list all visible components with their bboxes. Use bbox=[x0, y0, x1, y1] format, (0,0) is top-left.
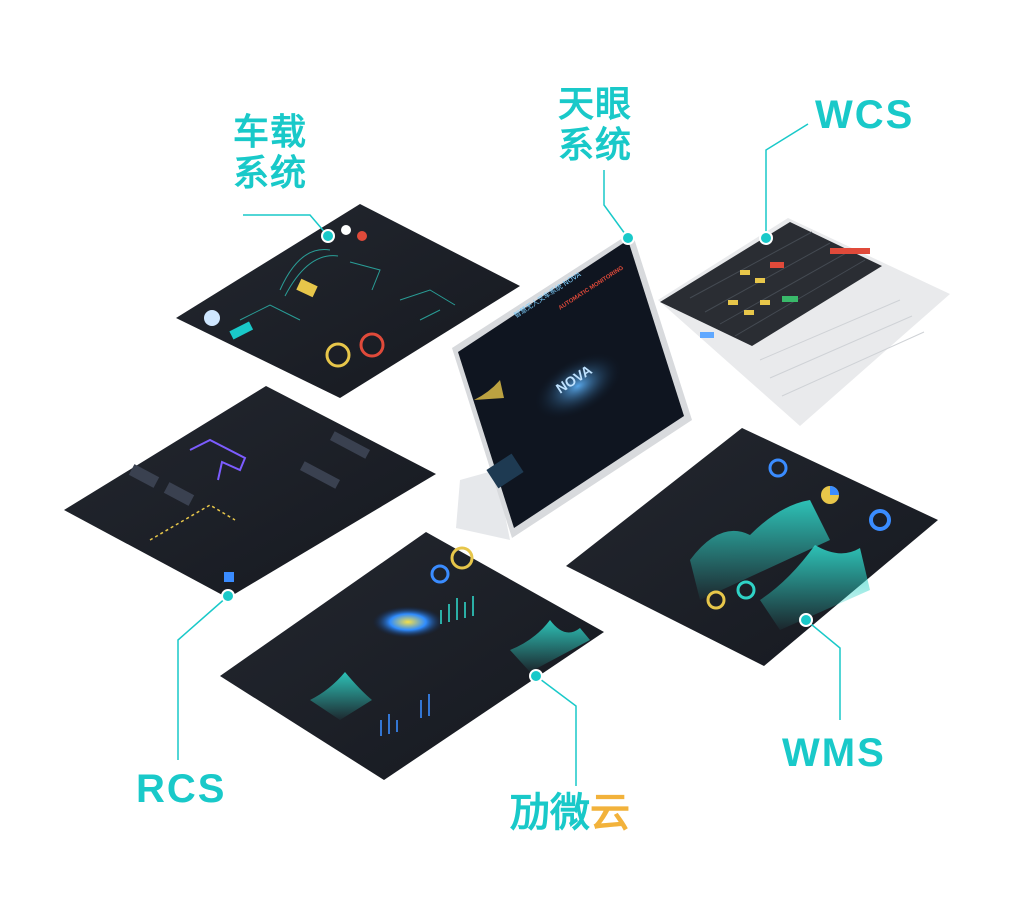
brand-part2: 云 bbox=[590, 790, 630, 836]
screen-wms bbox=[566, 428, 938, 666]
screen-wcs bbox=[658, 218, 950, 426]
screen-rcs bbox=[64, 386, 436, 598]
label-brand-lmcloud: 劢微云 bbox=[510, 790, 630, 836]
callout-lines bbox=[177, 123, 841, 786]
label-wcs: WCS bbox=[815, 93, 915, 137]
label-wms: WMS bbox=[782, 731, 886, 775]
screen-lmcloud bbox=[220, 532, 604, 780]
label-vehicle-line1: 车载 bbox=[232, 112, 307, 153]
label-rcs: RCS bbox=[136, 767, 227, 811]
label-tianyan-system: 天眼 系统 bbox=[555, 84, 635, 167]
tablet-tianyan: NOVA 智慧无人叉车系统 NOVA AUTOMATIC MONITORING bbox=[452, 232, 692, 540]
label-tianyan-line1: 天眼 bbox=[557, 84, 632, 125]
label-vehicle-line2: 系统 bbox=[232, 153, 307, 195]
screen-vehicle-system bbox=[176, 204, 520, 398]
label-tianyan-line2: 系统 bbox=[557, 125, 632, 167]
callout-dots bbox=[221, 229, 813, 683]
brand-part1: 劢微 bbox=[510, 790, 590, 836]
label-vehicle-system: 车载 系统 bbox=[230, 112, 310, 195]
